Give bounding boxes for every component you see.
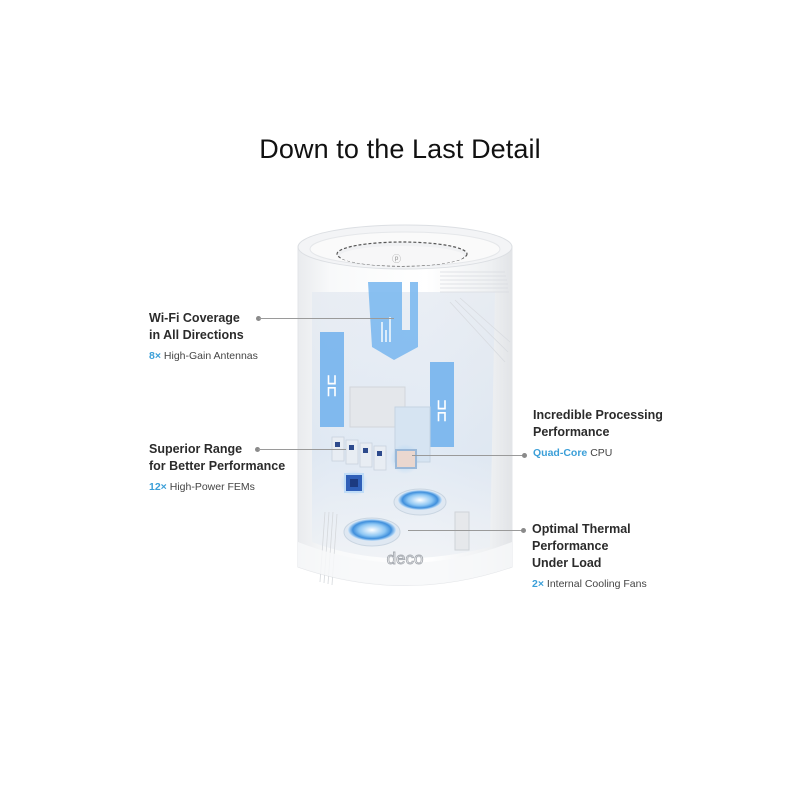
leader-line	[408, 530, 522, 531]
callout-heading: Optimal Thermal Performance Under Load	[532, 521, 647, 572]
leader-dot	[256, 316, 261, 321]
deco-logo: deco	[387, 549, 424, 568]
heading-line: in All Directions	[149, 328, 244, 342]
heading-line: Optimal Thermal	[532, 522, 631, 536]
callout-detail: Quad-Core CPU	[533, 446, 663, 460]
svg-text:⊐⊏: ⊐⊏	[435, 399, 451, 422]
tp-link-logo-icon: ⓟ	[392, 254, 401, 264]
highlight-count: Quad-Core	[533, 447, 588, 459]
leader-dot	[521, 528, 526, 533]
callout-thermal: Optimal Thermal Performance Under Load 2…	[532, 521, 647, 591]
leader-dot	[255, 447, 260, 452]
highlight-count: 8×	[149, 350, 161, 362]
heading-line: Incredible Processing	[533, 408, 663, 422]
heading-line: Performance	[533, 425, 610, 439]
detail-text: CPU	[590, 447, 613, 459]
detail-text: High-Power FEMs	[169, 481, 255, 493]
highlight-count: 12×	[149, 481, 167, 493]
callout-detail: 8× High-Gain Antennas	[149, 349, 258, 363]
leader-line	[258, 449, 346, 450]
heading-line: Superior Range	[149, 442, 243, 456]
heading-line: Wi-Fi Coverage	[149, 311, 240, 325]
callout-wifi-coverage: Wi-Fi Coverage in All Directions 8× High…	[149, 310, 258, 363]
leader-line	[412, 455, 524, 456]
callout-superior-range: Superior Range for Better Performance 12…	[149, 441, 285, 494]
heading-line: for Better Performance	[149, 459, 286, 473]
detail-text: High-Gain Antennas	[163, 350, 258, 362]
highlight-count: 2×	[532, 578, 544, 590]
detail-text: Internal Cooling Fans	[546, 578, 647, 590]
callout-detail: 12× High-Power FEMs	[149, 480, 285, 494]
callout-heading: Incredible Processing Performance	[533, 407, 663, 441]
leader-line	[259, 318, 394, 319]
heading-line: Under Load	[532, 556, 602, 570]
svg-text:⊐⊏: ⊐⊏	[325, 374, 341, 397]
page-title: Down to the Last Detail	[259, 134, 541, 164]
callout-detail: 2× Internal Cooling Fans	[532, 577, 647, 591]
callout-processing: Incredible Processing Performance Quad-C…	[533, 407, 663, 460]
heading-line: Performance	[532, 539, 609, 553]
deco-router-illustration: ⓟ ⊐⊏ ⊐⊏	[297, 224, 513, 586]
leader-dot	[522, 453, 527, 458]
callout-heading: Wi-Fi Coverage in All Directions	[149, 310, 258, 344]
callout-heading: Superior Range for Better Performance	[149, 441, 285, 475]
